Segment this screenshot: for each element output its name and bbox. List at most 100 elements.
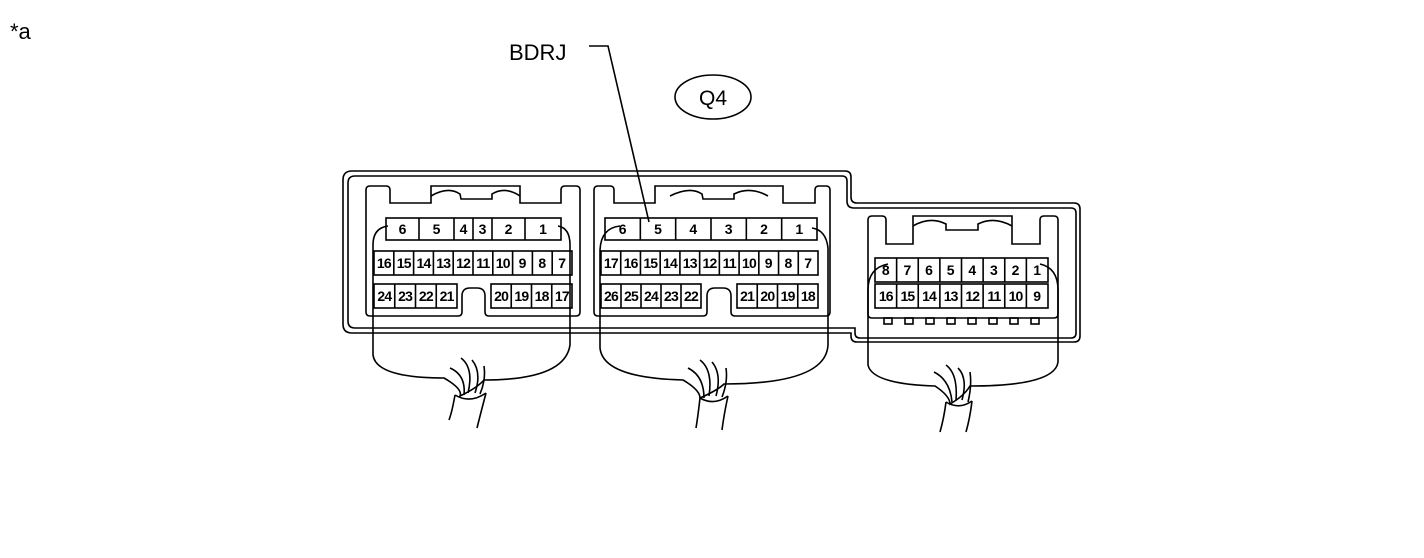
bottom-notch bbox=[1009, 317, 1019, 325]
connector-2-pin-21: 21 bbox=[740, 288, 755, 304]
connector-housing bbox=[342, 170, 1081, 343]
connector-3-pin-6: 6 bbox=[925, 262, 933, 278]
connector-2-pin-12: 12 bbox=[703, 255, 718, 271]
connector-2-row2-frame bbox=[600, 250, 819, 276]
connector-3-pin-12: 12 bbox=[965, 288, 980, 304]
connector-1-pin-9: 9 bbox=[519, 255, 527, 271]
connector-2-pin-16: 16 bbox=[624, 255, 639, 271]
connector-3-pin-2: 2 bbox=[1012, 262, 1020, 278]
connector-3-harness-wires bbox=[933, 364, 972, 403]
connector-3-pin-15: 15 bbox=[900, 288, 915, 304]
connector-1-pin-15: 15 bbox=[397, 255, 412, 271]
connector-2-pin-1: 1 bbox=[795, 221, 803, 237]
connector-2-harness-tail bbox=[695, 395, 729, 431]
figure-label: *a bbox=[10, 19, 32, 44]
connector-1-pin-22: 22 bbox=[419, 288, 434, 304]
connector-3-pin-5: 5 bbox=[947, 262, 955, 278]
connector-1-pin-2: 2 bbox=[505, 221, 513, 237]
bottom-notch bbox=[925, 317, 935, 325]
connector-2-pin-23: 23 bbox=[664, 288, 679, 304]
connector-1-pin-17: 17 bbox=[555, 288, 570, 304]
connector-2-pin-13: 13 bbox=[683, 255, 698, 271]
connector-1-pin-21: 21 bbox=[440, 288, 455, 304]
connector-1-lock bbox=[430, 189, 521, 200]
connector-housing-inner bbox=[347, 175, 1077, 339]
connector-id: Q4 bbox=[699, 87, 727, 110]
connector-1-harness-bundle bbox=[372, 225, 571, 398]
connector-2-lock bbox=[669, 189, 769, 200]
connector-3-pin-3: 3 bbox=[990, 262, 998, 278]
connector-2-pin-2: 2 bbox=[760, 221, 768, 237]
connector-1-harness-tail bbox=[448, 392, 487, 429]
connector-3-lock bbox=[912, 219, 1013, 231]
connector-2-pin-26: 26 bbox=[604, 288, 619, 304]
connector-1-pin-23: 23 bbox=[398, 288, 413, 304]
connector-2-pin-6: 6 bbox=[619, 221, 627, 237]
connector-3-bottom-notches bbox=[883, 317, 1040, 325]
connector-3-pin-8: 8 bbox=[882, 262, 890, 278]
connector-3-pin-4: 4 bbox=[968, 262, 976, 278]
connector-2-pin-15: 15 bbox=[643, 255, 658, 271]
connector-2-pin-4: 4 bbox=[689, 221, 697, 237]
connector-3-pin-1: 1 bbox=[1033, 262, 1041, 278]
connector-id-oval bbox=[674, 74, 752, 120]
connector-2-pin-9: 9 bbox=[765, 255, 773, 271]
connector-2-pin-8: 8 bbox=[785, 255, 793, 271]
terminal-leader-line bbox=[589, 45, 650, 223]
connector-2-pin-25: 25 bbox=[624, 288, 639, 304]
bottom-notch bbox=[904, 317, 914, 325]
bottom-notch bbox=[946, 317, 956, 325]
connector-1-pin-14: 14 bbox=[417, 255, 432, 271]
connector-1-pin-10: 10 bbox=[496, 255, 511, 271]
connector-3-pin-13: 13 bbox=[944, 288, 959, 304]
connector-2-harness-bundle bbox=[599, 225, 829, 400]
connector-1-pin-12: 12 bbox=[456, 255, 471, 271]
connector-3 bbox=[867, 215, 1059, 433]
connector-1-harness-wires bbox=[449, 357, 486, 396]
connector-1-pin-20: 20 bbox=[494, 288, 509, 304]
connector-1-pin-6: 6 bbox=[399, 221, 407, 237]
connector-2-body bbox=[593, 185, 831, 317]
connector-2-harness-wires bbox=[687, 359, 728, 399]
connector-3-pin-14: 14 bbox=[922, 288, 937, 304]
connector-1-pin-24: 24 bbox=[377, 288, 392, 304]
connector-1-pin-13: 13 bbox=[436, 255, 451, 271]
connector-2-pin-5: 5 bbox=[654, 221, 662, 237]
connector-2-pin-11: 11 bbox=[723, 255, 737, 271]
connector-3-pin-16: 16 bbox=[879, 288, 894, 304]
connector-2-pin-18: 18 bbox=[801, 288, 816, 304]
connector-3-pin-7: 7 bbox=[904, 262, 912, 278]
connector-2-pin-19: 19 bbox=[781, 288, 796, 304]
bottom-notch bbox=[988, 317, 998, 325]
connector-1-pin-11: 11 bbox=[476, 255, 490, 271]
connector-1-pin-8: 8 bbox=[538, 255, 546, 271]
connector-2-pin-20: 20 bbox=[760, 288, 775, 304]
connector-2-pin-7: 7 bbox=[804, 255, 812, 271]
terminal-label: BDRJ bbox=[509, 40, 566, 65]
connector-1-pin-7: 7 bbox=[558, 255, 566, 271]
connector-3-pin-10: 10 bbox=[1009, 288, 1024, 304]
connector-1-pin-1: 1 bbox=[539, 221, 547, 237]
connector-3-harness-tail bbox=[939, 400, 973, 433]
connector-1-pin-3: 3 bbox=[479, 221, 487, 237]
connector-2-pin-3: 3 bbox=[725, 221, 733, 237]
connector-1-pin-19: 19 bbox=[514, 288, 529, 304]
bottom-notch bbox=[883, 317, 893, 325]
connector-1-pin-16: 16 bbox=[377, 255, 392, 271]
bottom-notch bbox=[1030, 317, 1040, 325]
connector-2-pin-22: 22 bbox=[684, 288, 699, 304]
connector-3-pin-9: 9 bbox=[1033, 288, 1041, 304]
connector-1-pin-5: 5 bbox=[433, 221, 441, 237]
connector-2-pin-14: 14 bbox=[663, 255, 678, 271]
connector-3-pin-11: 11 bbox=[987, 288, 1001, 304]
connector-2-row3-left-frame bbox=[600, 283, 702, 309]
connector-2-pin-24: 24 bbox=[644, 288, 659, 304]
connector-2-pin-10: 10 bbox=[742, 255, 757, 271]
bottom-notch bbox=[967, 317, 977, 325]
connector-1-pin-4: 4 bbox=[460, 221, 468, 237]
connector-1-pin-18: 18 bbox=[535, 288, 550, 304]
connector-2-pin-17: 17 bbox=[604, 255, 619, 271]
connector-1-body bbox=[365, 185, 581, 317]
